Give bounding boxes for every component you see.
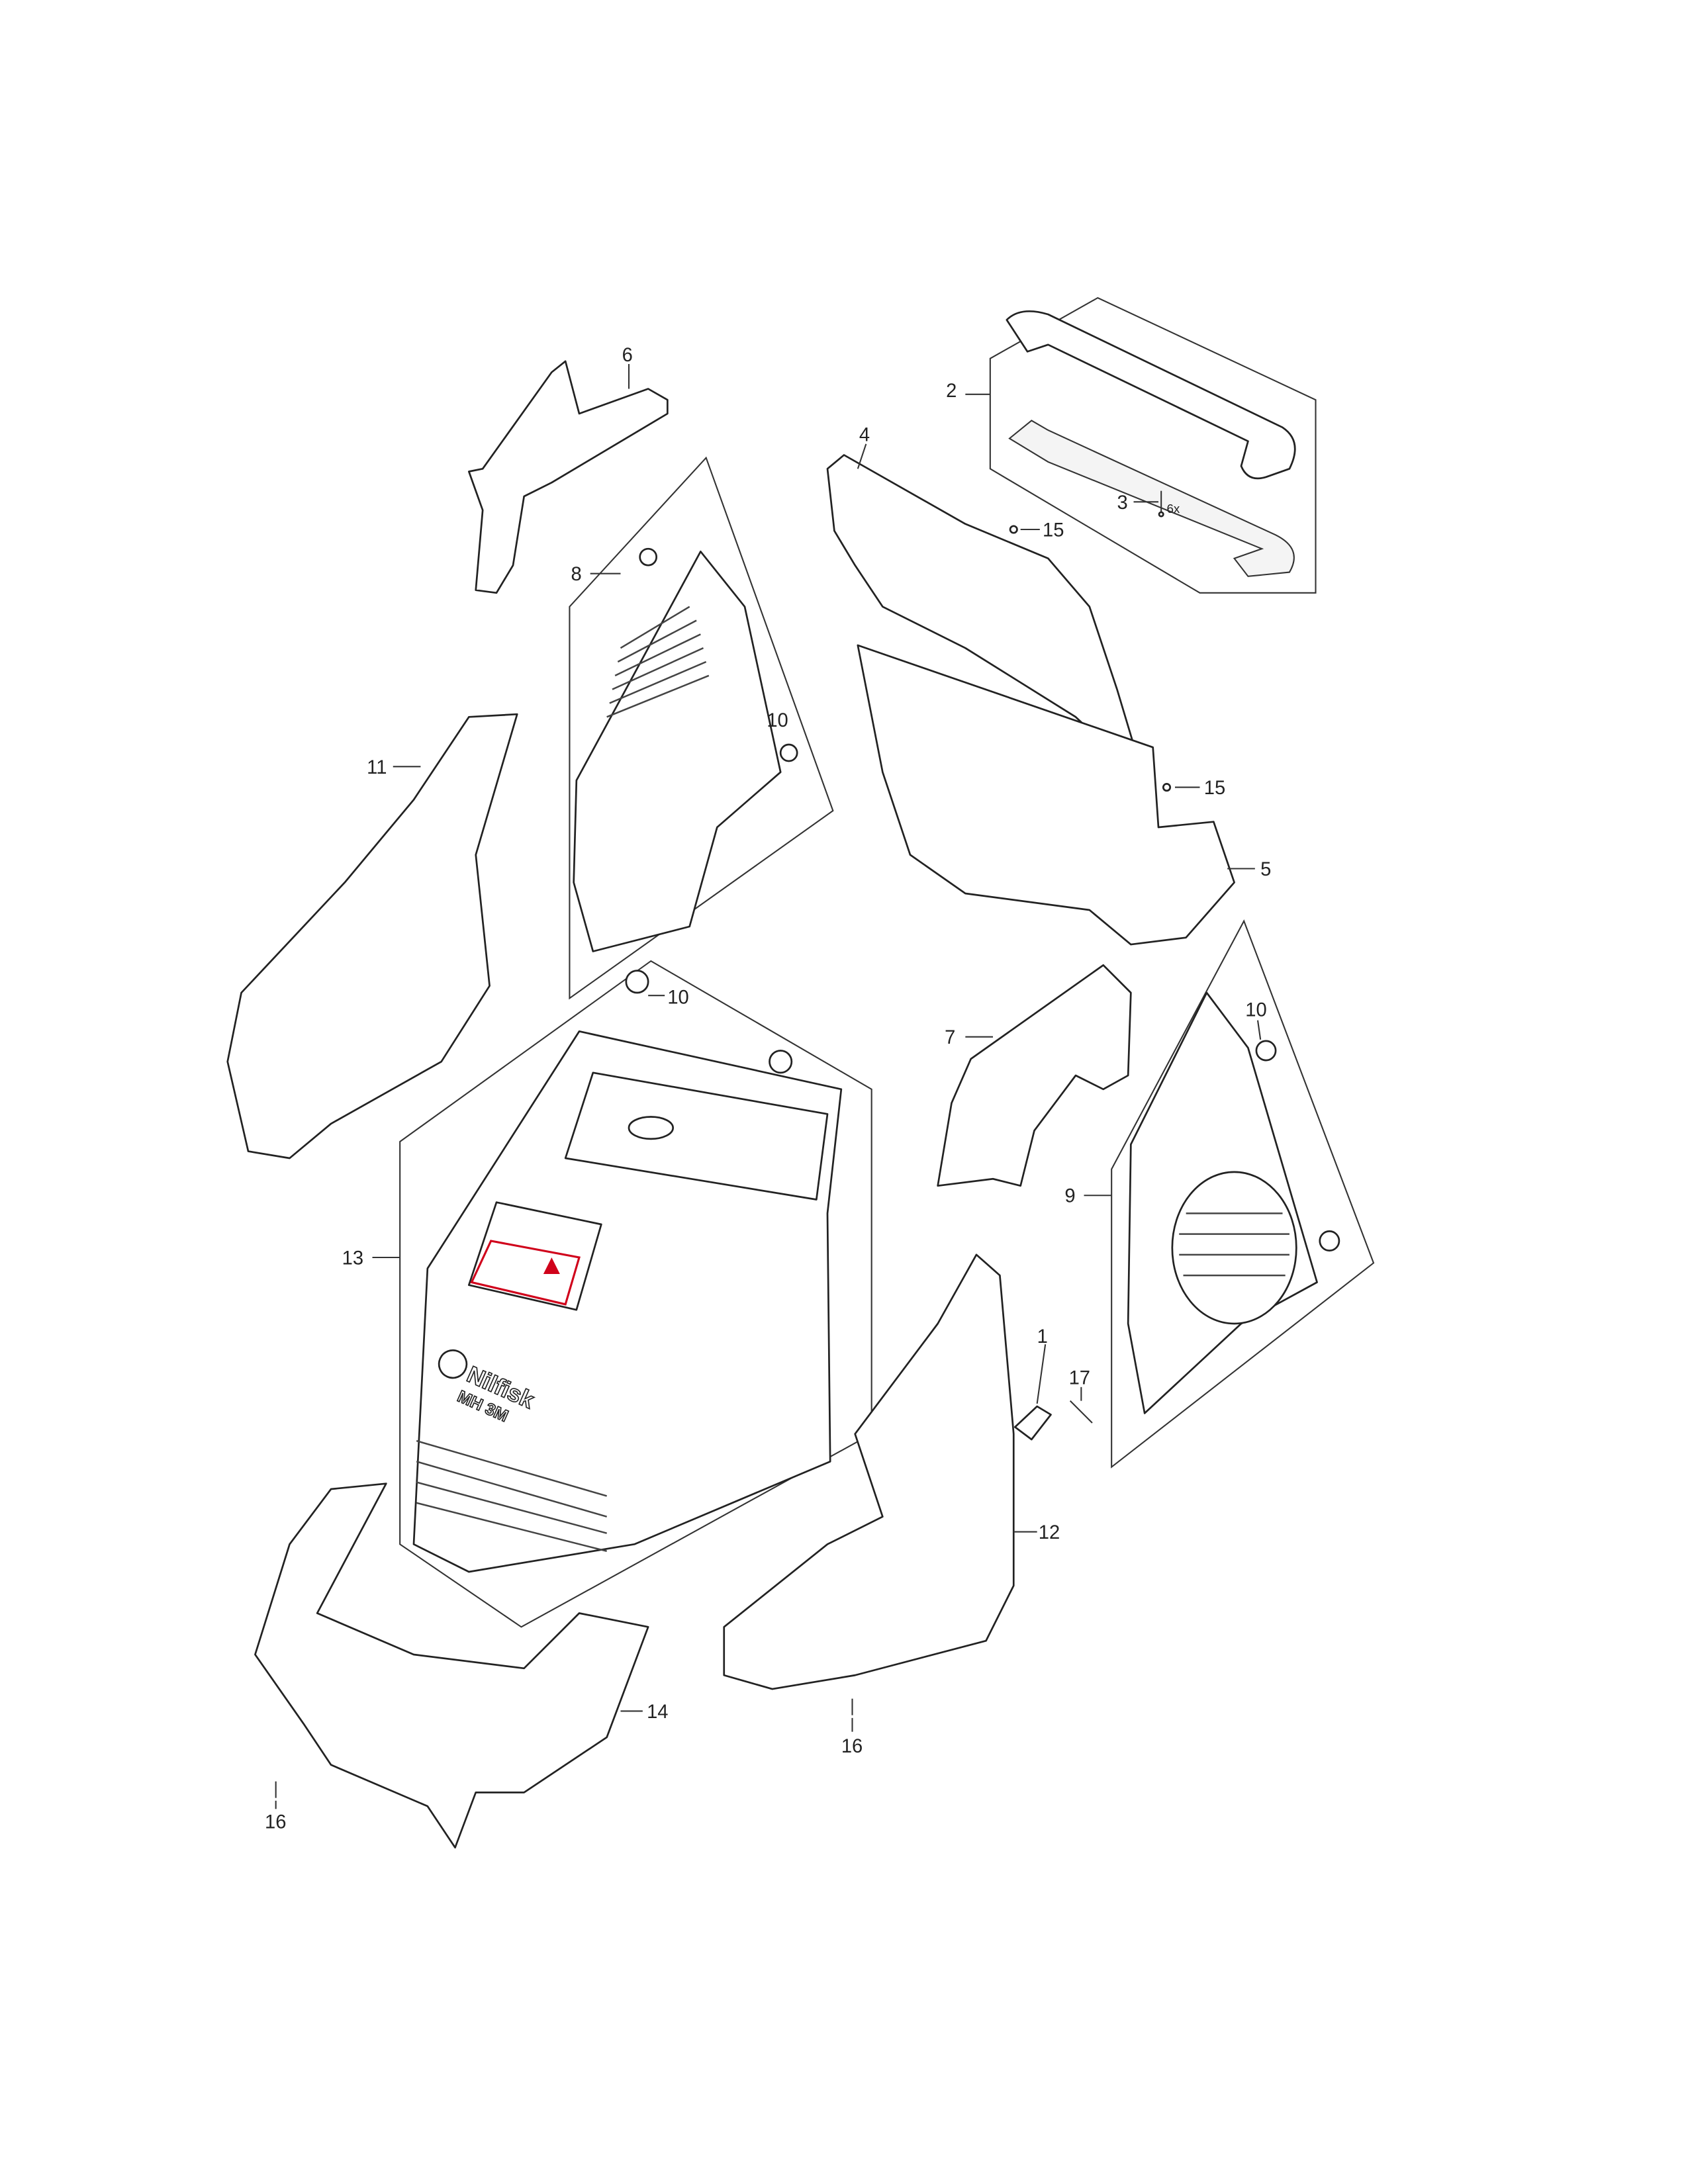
part-15-oring-icon xyxy=(1009,525,1018,534)
part-11-side-housing xyxy=(226,713,518,1160)
group-frame-9 xyxy=(1111,919,1375,1469)
callout-9: 9 xyxy=(1064,1186,1112,1207)
svg-text:3: 3 xyxy=(1117,492,1128,514)
part-8-clip-icon xyxy=(639,547,658,567)
svg-text:1: 1 xyxy=(1037,1326,1048,1347)
svg-text:16: 16 xyxy=(265,1812,286,1833)
callout-10-top: 10 xyxy=(767,710,788,731)
svg-text:7: 7 xyxy=(945,1027,955,1048)
svg-text:6: 6 xyxy=(622,345,633,366)
part-8-side-panel xyxy=(573,550,782,952)
svg-text:10: 10 xyxy=(767,710,788,731)
part-9-fan-panel xyxy=(1127,991,1318,1414)
svg-text:6x: 6x xyxy=(1167,502,1180,516)
svg-text:4: 4 xyxy=(859,425,870,446)
callout-16-left: 16 xyxy=(265,1800,286,1833)
part-13-cover: Nilfisk MH 3M xyxy=(412,1030,843,1573)
part-17-pin-icon xyxy=(1069,1400,1093,1424)
warning-triangle-icon xyxy=(543,1257,560,1274)
callout-16-right: 16 xyxy=(841,1717,863,1757)
svg-text:14: 14 xyxy=(647,1702,668,1723)
callout-17: 17 xyxy=(1069,1368,1090,1401)
part-10-knob-icon xyxy=(1255,1040,1277,1062)
part-10-clip-icon xyxy=(779,743,798,762)
part-10-knob-icon xyxy=(1319,1230,1340,1251)
group-frame-2 xyxy=(989,296,1317,594)
svg-text:17: 17 xyxy=(1069,1368,1090,1389)
callout-6: 6 xyxy=(622,345,633,389)
svg-text:10: 10 xyxy=(667,987,688,1009)
svg-text:2: 2 xyxy=(946,381,957,402)
callout-1: 1 xyxy=(1036,1326,1048,1404)
part-10-knob-icon xyxy=(769,1050,793,1074)
callout-15-top: 15 xyxy=(1020,520,1064,541)
callout-4: 4 xyxy=(857,425,870,469)
callout-8: 8 xyxy=(571,564,621,585)
callout-15-mid: 15 xyxy=(1175,778,1225,799)
part-1-knob xyxy=(1013,1405,1052,1441)
part-10-knob-icon xyxy=(625,970,649,994)
part-12-side-housing xyxy=(723,1253,1015,1690)
svg-text:10: 10 xyxy=(1245,999,1266,1021)
callout-7: 7 xyxy=(945,1027,993,1048)
part-7-cover xyxy=(937,964,1132,1187)
callout-13: 13 xyxy=(342,1248,400,1269)
nilfisk-logo-icon xyxy=(438,1349,468,1379)
callout-10-right: 10 xyxy=(1245,999,1267,1040)
part-5-tray xyxy=(857,644,1235,946)
callout-3: 3 6x xyxy=(1117,492,1180,516)
svg-text:15: 15 xyxy=(1204,778,1225,799)
part-15-oring-icon xyxy=(1162,783,1172,792)
callout-12: 12 xyxy=(1013,1522,1060,1543)
callout-14: 14 xyxy=(620,1702,669,1723)
callout-10-cover: 10 xyxy=(648,987,689,1009)
svg-text:11: 11 xyxy=(367,757,387,778)
part-3-screw-icon xyxy=(1158,490,1164,518)
svg-text:15: 15 xyxy=(1043,520,1064,541)
callout-5: 5 xyxy=(1227,859,1271,880)
part-2-handle xyxy=(1006,310,1296,577)
group-frame-8 xyxy=(569,456,834,1000)
svg-text:12: 12 xyxy=(1039,1522,1060,1543)
svg-text:5: 5 xyxy=(1260,859,1271,880)
warning-panel xyxy=(467,1201,602,1311)
part-14-base-frame xyxy=(254,1482,649,1849)
svg-text:9: 9 xyxy=(1064,1186,1075,1207)
svg-text:8: 8 xyxy=(571,564,582,585)
part-6-bracket xyxy=(467,360,669,594)
callout-2: 2 xyxy=(946,381,990,402)
callout-11: 11 xyxy=(367,757,421,778)
svg-text:13: 13 xyxy=(342,1248,363,1269)
svg-text:16: 16 xyxy=(841,1736,863,1757)
